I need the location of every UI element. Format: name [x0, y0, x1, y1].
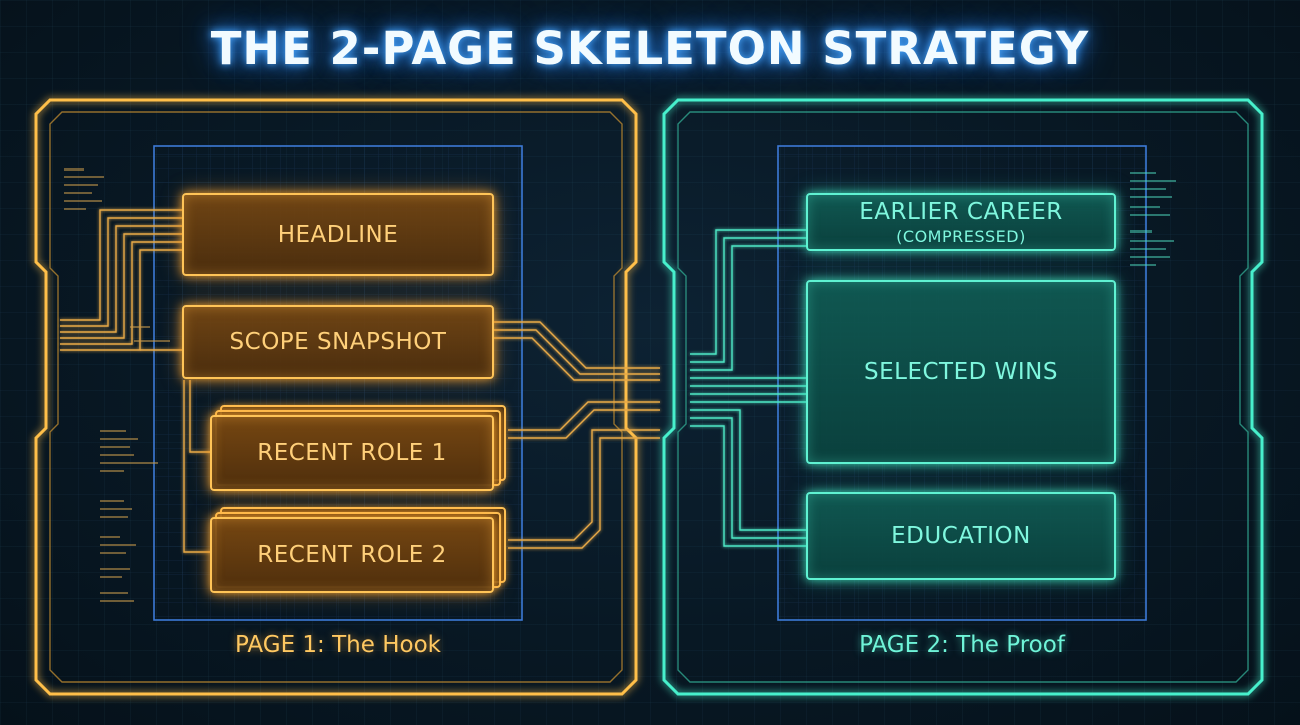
page2-texture [1130, 172, 1176, 266]
page1-texture [64, 168, 170, 602]
selected-wins-label: SELECTED WINS [864, 359, 1058, 385]
earlier-career-block: EARLIER CAREER (COMPRESSED) [806, 193, 1116, 251]
page2-frame [662, 98, 1264, 696]
recent-role-2-block: RECENT ROLE 2 [210, 517, 494, 593]
diagram-title: THE 2-PAGE SKELETON STRATEGY [210, 22, 1090, 75]
recent-role-1-block: RECENT ROLE 1 [210, 415, 494, 491]
page1-label: PAGE 1: The Hook [235, 632, 441, 658]
selected-wins-block: SELECTED WINS [806, 280, 1116, 464]
headline-block: HEADLINE [182, 193, 494, 276]
earlier-career-note: (COMPRESSED) [896, 226, 1026, 246]
earlier-career-label: EARLIER CAREER [859, 198, 1063, 225]
page2-traces [690, 229, 806, 547]
recent-role-1-label: RECENT ROLE 1 [257, 440, 447, 466]
page1-frame [34, 98, 638, 696]
recent-role-2-label: RECENT ROLE 2 [257, 542, 447, 568]
scope-snapshot-block: SCOPE SNAPSHOT [182, 305, 494, 379]
page1-traces [60, 209, 660, 553]
scope-snapshot-label: SCOPE SNAPSHOT [229, 329, 447, 355]
education-block: EDUCATION [806, 492, 1116, 580]
education-label: EDUCATION [891, 523, 1031, 549]
headline-label: HEADLINE [277, 221, 399, 248]
page2-label: PAGE 2: The Proof [859, 632, 1065, 658]
